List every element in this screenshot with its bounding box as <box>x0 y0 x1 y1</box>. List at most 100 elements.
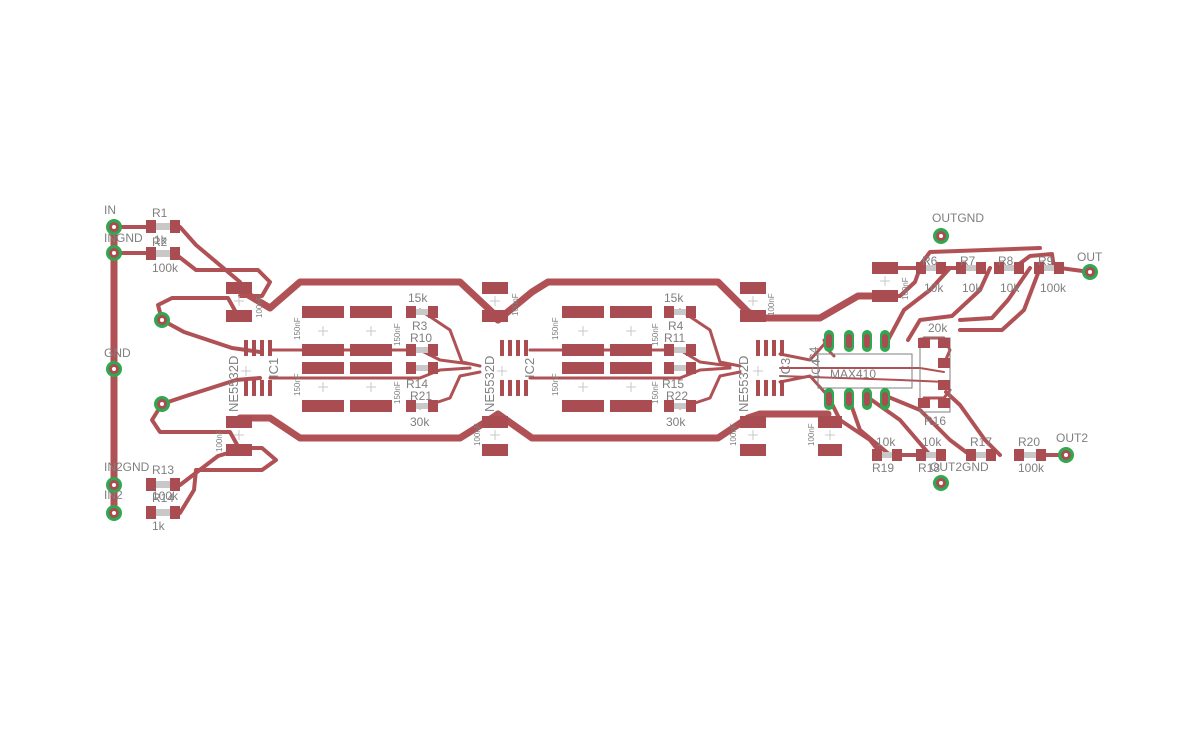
label-r14-mid: R14 <box>406 377 428 391</box>
pad <box>226 310 252 322</box>
pad <box>686 362 696 374</box>
label-r10: R10 <box>410 331 432 345</box>
label-in: IN <box>104 203 116 217</box>
trace <box>494 410 764 442</box>
pad <box>916 449 926 461</box>
pad <box>406 306 416 318</box>
label-r18-val: 10k <box>922 435 942 449</box>
trace <box>418 308 482 368</box>
pad <box>664 344 674 356</box>
label-out2gnd: OUT2GND <box>930 460 989 474</box>
label-r20: R20 <box>1018 435 1040 449</box>
pad <box>976 262 986 274</box>
pad <box>244 340 248 356</box>
out-pad <box>1082 264 1098 280</box>
trace <box>884 394 972 457</box>
label-r1: R1 <box>152 206 168 220</box>
cap-label: 100nF <box>255 295 264 318</box>
pad <box>686 344 696 356</box>
pad <box>482 416 508 428</box>
pad <box>740 310 766 322</box>
pad <box>610 362 652 374</box>
trace <box>779 375 947 383</box>
cap-label: 150nF <box>293 373 302 396</box>
pad <box>302 344 344 356</box>
r16-outline <box>919 337 951 413</box>
cap-label: 150nF <box>551 317 560 340</box>
in2gnd-pad <box>106 477 122 493</box>
label-r19-val: 10k <box>876 435 896 449</box>
trace <box>156 296 240 322</box>
pad <box>516 340 520 356</box>
pad <box>1034 262 1044 274</box>
pad <box>918 338 930 348</box>
label-r20-val: 100k <box>1018 461 1045 475</box>
pad <box>500 340 504 356</box>
pad <box>170 247 180 260</box>
trace <box>886 266 952 342</box>
label-ic4-part: MAX410 <box>830 367 876 381</box>
cap-label: 150nF <box>393 381 402 404</box>
pad <box>956 262 966 274</box>
pad <box>740 444 766 456</box>
trace <box>958 266 1042 332</box>
trace <box>826 394 884 457</box>
label-r6: R6 <box>922 254 938 268</box>
pad <box>818 444 842 456</box>
label-gnd: GND <box>104 346 131 360</box>
pad <box>482 444 508 456</box>
smd-pads <box>146 220 1064 519</box>
label-r19: R19 <box>872 461 894 475</box>
pad <box>350 400 392 412</box>
in-pad <box>106 219 122 235</box>
cap-label: 150nF <box>393 323 402 346</box>
pad <box>268 340 272 356</box>
pad <box>428 306 438 318</box>
via-top-left <box>154 312 170 328</box>
pad <box>562 362 604 374</box>
label-r2-val: 100k <box>152 261 179 275</box>
cap-label: 150nF <box>293 317 302 340</box>
pad <box>302 306 344 318</box>
label-out: OUT <box>1077 250 1103 264</box>
cap-label: 150nF <box>651 323 660 346</box>
pad <box>428 344 438 356</box>
label-r15: R15 <box>662 377 684 391</box>
label-ic1-part: NE5532D <box>226 356 241 412</box>
trace <box>236 410 502 442</box>
ic4-outline <box>817 353 913 389</box>
pad <box>966 449 976 461</box>
pad <box>406 344 416 356</box>
pad <box>244 380 248 396</box>
pad <box>1014 262 1024 274</box>
pad <box>252 380 256 396</box>
label-ingnd: INGND <box>104 231 143 245</box>
pad <box>562 344 604 356</box>
label-r13: R13 <box>152 463 174 477</box>
trace <box>778 338 830 362</box>
out2gnd-pad <box>933 475 949 491</box>
label-r4-val: 15k <box>664 291 684 305</box>
pad <box>610 344 652 356</box>
pad <box>562 400 604 412</box>
label-r22: R22 <box>666 389 688 403</box>
pad <box>764 340 768 356</box>
pad <box>994 262 1004 274</box>
pad <box>500 380 504 396</box>
pad <box>936 262 946 274</box>
pad <box>740 416 766 428</box>
pad <box>170 506 180 519</box>
label-r8-val: 10k <box>1000 281 1020 295</box>
trace <box>756 292 894 322</box>
cap-label: 100nF <box>215 429 224 452</box>
pad <box>170 220 180 233</box>
label-r3: R3 <box>412 319 428 333</box>
label-ic1: IC1 <box>266 358 281 378</box>
pad <box>780 340 784 356</box>
pad <box>406 362 416 374</box>
pad <box>918 398 930 408</box>
pad <box>524 340 528 356</box>
pad <box>524 380 528 396</box>
label-r1-val: 1k <box>154 233 168 247</box>
